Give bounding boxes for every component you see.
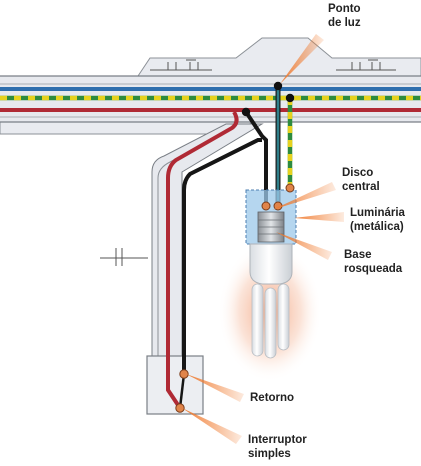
pointer-retorno — [186, 374, 244, 402]
pointer-ponto-de-luz — [280, 34, 324, 84]
label-line: Ponto — [328, 3, 361, 15]
label-line: rosqueada — [344, 263, 403, 275]
label-line: Luminária — [350, 207, 405, 219]
lamp-socket — [245, 183, 297, 245]
switch-wires — [166, 110, 262, 410]
pointer-interruptor — [182, 408, 242, 444]
lamp-bulb — [249, 243, 293, 359]
label-line: central — [342, 181, 380, 193]
ceiling-conduit — [0, 37, 421, 135]
label-line: Retorno — [250, 392, 295, 404]
wall-conduit — [100, 123, 264, 361]
label-line: de luz — [328, 17, 361, 29]
pointer-disco-central — [272, 182, 336, 210]
ceiling-symbol-right — [336, 59, 396, 71]
junction-dot — [241, 107, 251, 117]
junction-dot — [285, 93, 295, 103]
switch-mechanism — [175, 369, 189, 413]
label-retorno: Retorno — [250, 391, 294, 405]
label-line: Base — [344, 249, 372, 261]
label-ponto-de-luz: Ponto de luz — [328, 2, 361, 30]
label-interruptor: Interruptor simples — [248, 433, 307, 461]
label-luminaria: Luminária (metálica) — [350, 206, 405, 234]
pointer-luminaria — [294, 212, 344, 222]
label-line: (metálica) — [350, 221, 404, 233]
pointer-base-rosqueada — [276, 232, 332, 260]
junction-dots — [241, 81, 295, 117]
switch-box — [146, 355, 204, 415]
label-line: Interruptor — [248, 434, 307, 446]
label-pointers — [182, 34, 344, 444]
ground-terminal — [285, 183, 295, 193]
drop-wires — [244, 86, 293, 210]
label-disco-central: Disco central — [342, 166, 380, 194]
label-line: simples — [248, 448, 291, 460]
ceiling-symbol-left — [150, 59, 212, 71]
switch-terminal-bottom — [175, 403, 185, 413]
socket-terminal — [261, 201, 271, 211]
horizontal-wires — [0, 83, 421, 118]
wall-symbol — [100, 248, 148, 266]
label-base-rosqueada: Base rosqueada — [344, 248, 402, 276]
switch-terminal-top — [179, 369, 189, 379]
label-line: Disco — [342, 167, 374, 179]
